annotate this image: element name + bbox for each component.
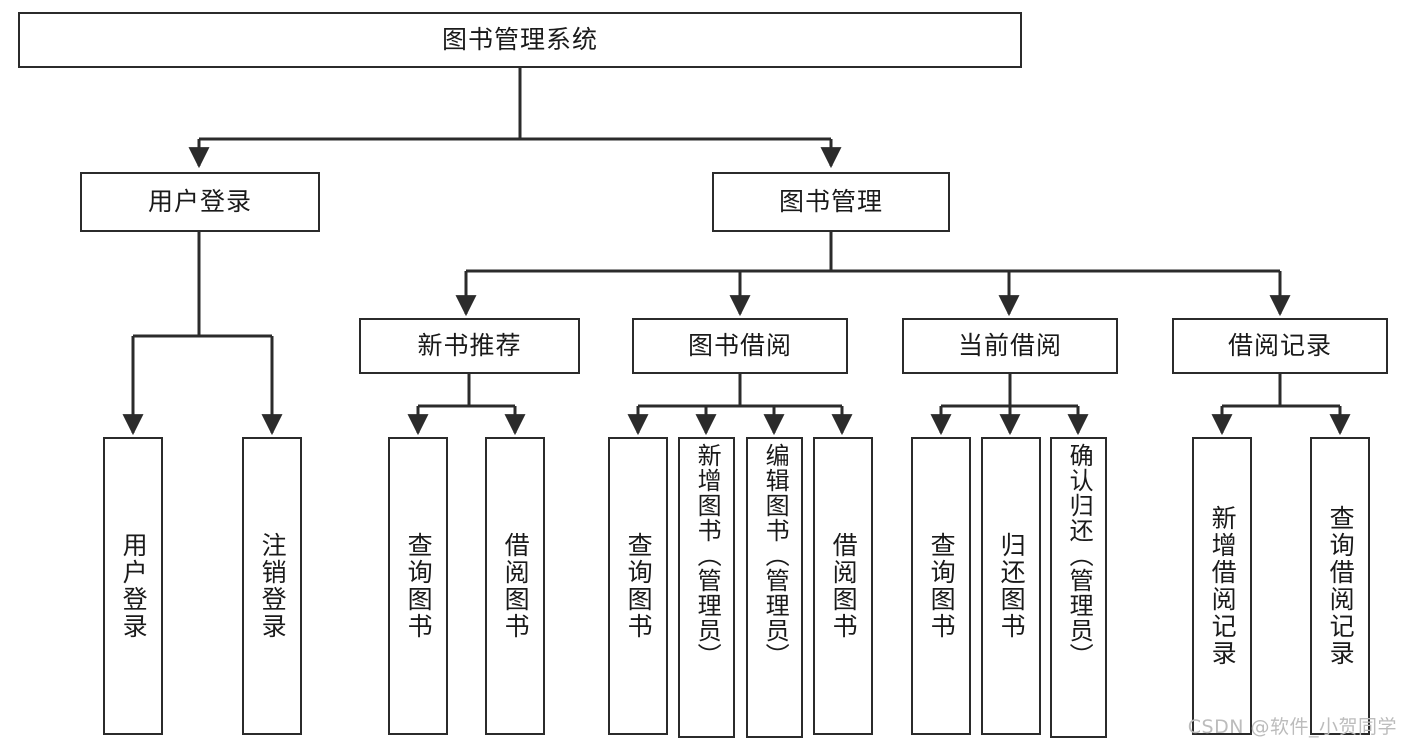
node-label: 新书推荐 bbox=[417, 331, 522, 361]
node-label: 查询图书 bbox=[404, 532, 434, 640]
node-user-login[interactable]: 用户登录 bbox=[80, 172, 320, 232]
node-label: 编辑图书（管理员） bbox=[761, 443, 790, 668]
leaf-return-book[interactable]: 归还图书 bbox=[981, 437, 1041, 735]
leaf-confirm-return-admin[interactable]: 确认归还（管理员） bbox=[1050, 437, 1107, 738]
node-label: 归还图书 bbox=[997, 532, 1027, 640]
node-label: 当前借阅 bbox=[957, 331, 1062, 361]
leaf-add-book-admin[interactable]: 新增图书（管理员） bbox=[678, 437, 735, 738]
watermark-text: CSDN @软件_小贺同学 bbox=[1187, 716, 1397, 738]
node-label: 注销登录 bbox=[258, 532, 288, 640]
node-borrow-record[interactable]: 借阅记录 bbox=[1172, 318, 1388, 374]
node-label: 图书管理系统 bbox=[441, 25, 598, 55]
node-label: 用户登录 bbox=[147, 187, 252, 217]
node-label: 查询借阅记录 bbox=[1326, 505, 1356, 667]
leaf-user-login[interactable]: 用户登录 bbox=[103, 437, 163, 735]
leaf-query-book-recommend[interactable]: 查询图书 bbox=[388, 437, 448, 735]
leaf-add-borrow-record[interactable]: 新增借阅记录 bbox=[1192, 437, 1252, 735]
node-label: 新增借阅记录 bbox=[1208, 505, 1238, 667]
leaf-query-book-borrow[interactable]: 查询图书 bbox=[608, 437, 668, 735]
node-label: 借阅图书 bbox=[829, 532, 859, 640]
node-book-management[interactable]: 图书管理 bbox=[712, 172, 950, 232]
node-label: 用户登录 bbox=[119, 532, 149, 640]
node-label: 查询图书 bbox=[624, 532, 654, 640]
node-label: 图书借阅 bbox=[687, 331, 792, 361]
leaf-edit-book-admin[interactable]: 编辑图书（管理员） bbox=[746, 437, 803, 738]
leaf-logout[interactable]: 注销登录 bbox=[242, 437, 302, 735]
leaf-query-borrow-record[interactable]: 查询借阅记录 bbox=[1310, 437, 1370, 735]
node-root-book-management-system[interactable]: 图书管理系统 bbox=[18, 12, 1022, 68]
leaf-borrow-book[interactable]: 借阅图书 bbox=[813, 437, 873, 735]
node-new-book-recommend[interactable]: 新书推荐 bbox=[359, 318, 580, 374]
leaf-borrow-book-recommend[interactable]: 借阅图书 bbox=[485, 437, 545, 735]
leaf-query-book-current[interactable]: 查询图书 bbox=[911, 437, 971, 735]
node-label: 确认归还（管理员） bbox=[1065, 443, 1094, 668]
node-current-borrow[interactable]: 当前借阅 bbox=[902, 318, 1118, 374]
node-book-borrow[interactable]: 图书借阅 bbox=[632, 318, 848, 374]
node-label: 新增图书（管理员） bbox=[693, 443, 722, 668]
node-label: 借阅图书 bbox=[501, 532, 531, 640]
node-label: 查询图书 bbox=[927, 532, 957, 640]
node-label: 借阅记录 bbox=[1227, 331, 1332, 361]
node-label: 图书管理 bbox=[778, 187, 883, 217]
